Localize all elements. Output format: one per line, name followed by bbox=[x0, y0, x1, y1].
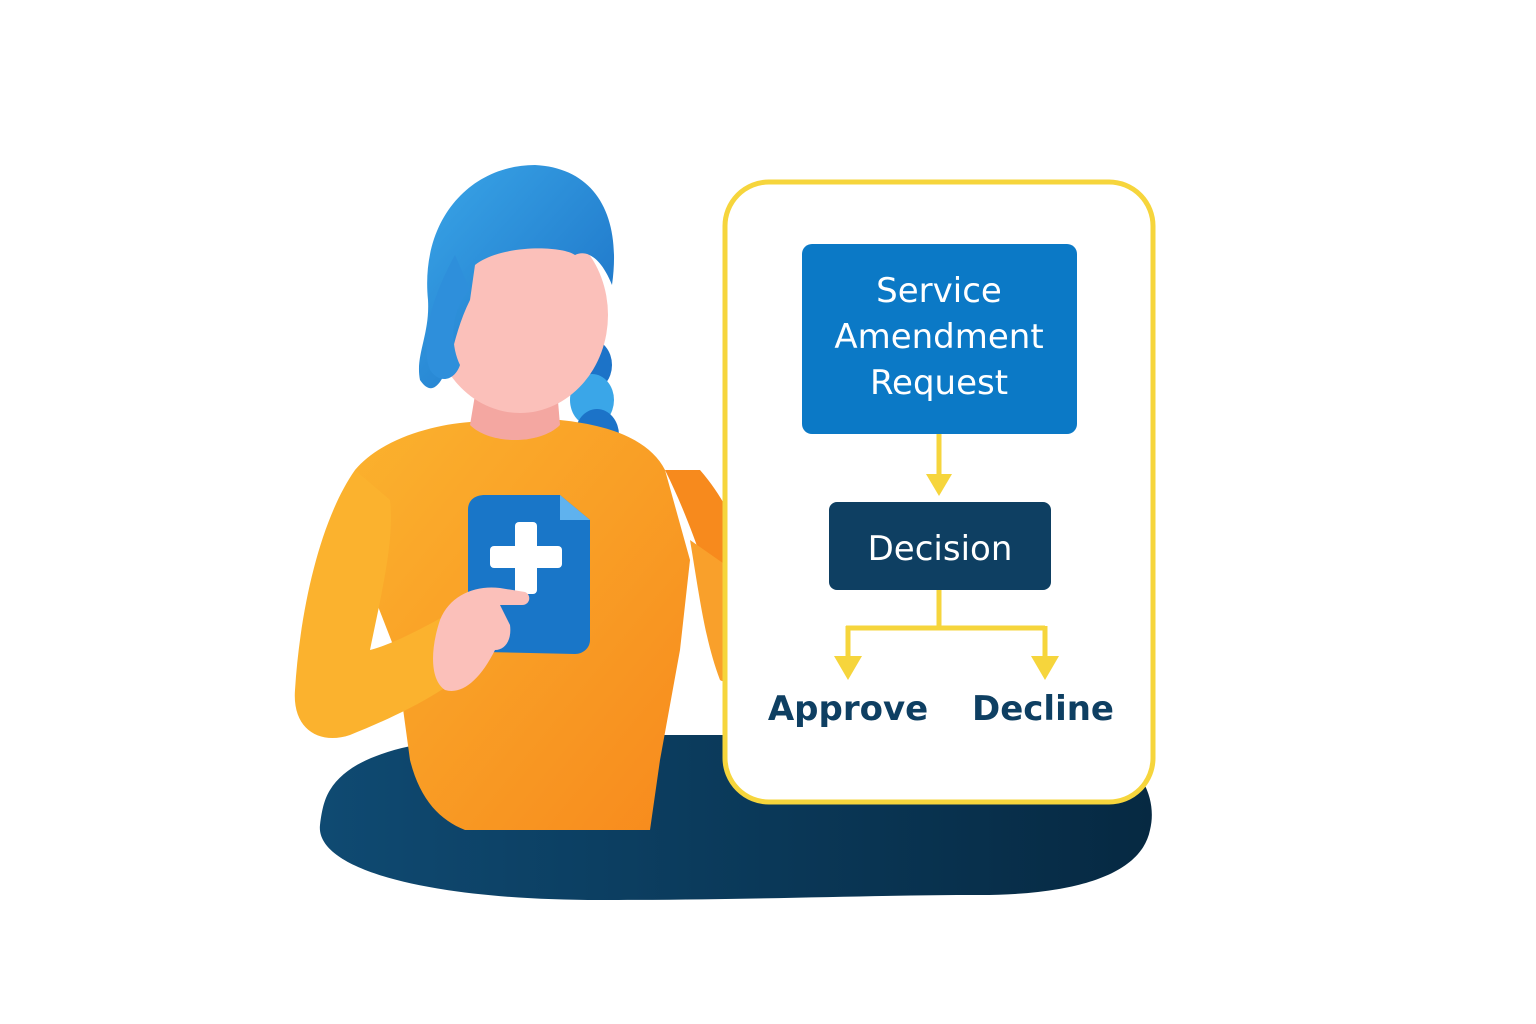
arrow-request-to-decision bbox=[926, 434, 952, 496]
decision-label: Decision bbox=[868, 529, 1013, 569]
request-line-1: Service bbox=[876, 271, 1002, 311]
hair-top bbox=[418, 165, 615, 389]
request-line-2: Amendment bbox=[834, 317, 1043, 357]
left-arm bbox=[294, 470, 480, 738]
request-node: Service Amendment Request bbox=[802, 244, 1077, 434]
face bbox=[432, 217, 608, 413]
arrow-decision-branches bbox=[834, 590, 1059, 680]
outcome-approve: Approve bbox=[768, 689, 928, 729]
arrowhead-approve bbox=[834, 656, 862, 680]
request-line-3: Request bbox=[870, 363, 1008, 403]
decision-node: Decision bbox=[829, 502, 1051, 590]
arrowhead-decline bbox=[1031, 656, 1059, 680]
hair-strand bbox=[426, 255, 470, 380]
outcome-decline: Decline bbox=[972, 689, 1114, 729]
holding-hand bbox=[433, 587, 530, 691]
person-figure bbox=[294, 165, 846, 830]
flowchart-panel: Service Amendment Request Decision Appro… bbox=[722, 179, 1156, 805]
